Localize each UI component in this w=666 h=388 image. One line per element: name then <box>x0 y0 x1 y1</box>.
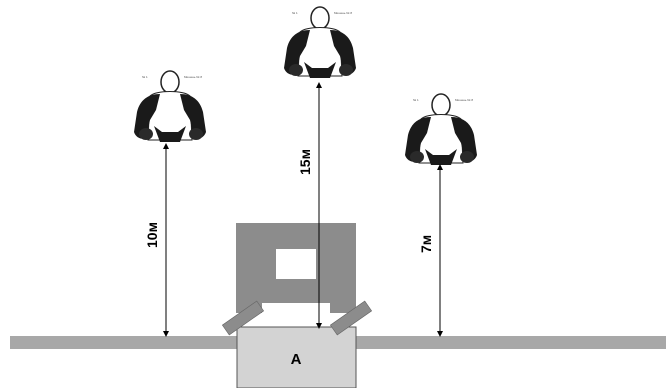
position-box <box>236 326 357 388</box>
target-left: № 1 Мишень № 8 <box>133 70 207 143</box>
panel-right <box>329 300 373 336</box>
svg-text:№ 1: № 1 <box>292 11 298 15</box>
svg-text:Мишень № 8: Мишень № 8 <box>184 75 202 79</box>
target-right: № 1 Мишень № 8 <box>404 93 478 166</box>
distance-label-left: 10м <box>144 222 160 248</box>
distance-label-right: 7м <box>418 235 434 253</box>
distance-label-center: 15м <box>297 149 313 175</box>
shelter-post-right <box>330 303 356 313</box>
svg-text:Мишень № 8: Мишень № 8 <box>334 11 352 15</box>
shelter-window <box>276 249 316 279</box>
position-label: А <box>291 351 302 368</box>
svg-text:№ 1: № 1 <box>142 75 148 79</box>
svg-text:№ 1: № 1 <box>413 98 419 102</box>
target-center: № 1 Мишень № 8 <box>283 6 357 79</box>
svg-text:Мишень № 8: Мишень № 8 <box>455 98 473 102</box>
panel-left <box>221 300 265 336</box>
